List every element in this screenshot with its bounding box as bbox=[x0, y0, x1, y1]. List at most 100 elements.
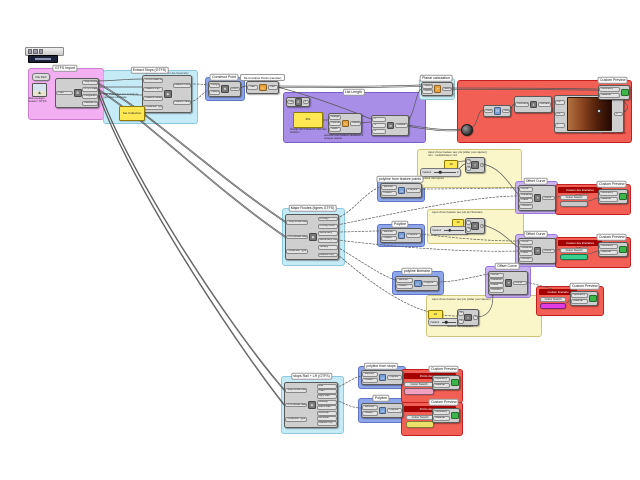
mult-hc-in-a[interactable]: A bbox=[458, 311, 464, 317]
slider-hc-knob[interactable] bbox=[444, 320, 448, 324]
gtfs-reader-out-latitude-domain[interactable]: Latitude Domain bbox=[82, 100, 98, 106]
list-length-mini[interactable]: List#L bbox=[286, 97, 310, 107]
swatch-e[interactable]: Colour Swatch bbox=[406, 415, 434, 428]
extract-features-out-feature-values[interactable]: Feature Values bbox=[172, 100, 191, 106]
mult-hb-in-a[interactable]: A bbox=[466, 220, 471, 226]
routes-comp-out-tertiary[interactable]: Tertiary bbox=[317, 245, 338, 251]
gtfs-reader-out-gtfs-data[interactable]: GTFS Data bbox=[82, 87, 98, 93]
offset-c-comp-out-curve[interactable]: Curve bbox=[513, 280, 527, 286]
flatten-in-tree[interactable]: Tree bbox=[247, 85, 259, 90]
point-param[interactable] bbox=[461, 124, 473, 136]
preview-stations-comp-in-material[interactable]: Material bbox=[599, 93, 621, 99]
offset-c-comp-in-distance[interactable]: Distance bbox=[489, 277, 505, 283]
offset-c-comp-in-plane[interactable]: Plane bbox=[489, 283, 505, 289]
stops-comp-out-rail[interactable]: Rail bbox=[316, 383, 337, 389]
poly-a-in-vertices[interactable]: Vertices bbox=[381, 184, 398, 190]
flatten-out-tree[interactable]: Tree bbox=[267, 85, 278, 90]
widget-button[interactable] bbox=[33, 49, 38, 54]
poly-e-in-closed[interactable]: Closed bbox=[362, 411, 379, 417]
number[interactable]: NumberNNumber bbox=[483, 105, 511, 117]
swatch-a-colour[interactable] bbox=[560, 200, 588, 207]
offset-a-comp-out-curve[interactable]: Curve bbox=[542, 195, 555, 201]
flatten[interactable]: Tree▻Tree bbox=[246, 81, 279, 94]
random-in-range[interactable]: Range bbox=[329, 114, 341, 120]
move-in-motion[interactable]: Motion bbox=[422, 89, 433, 95]
panel-set-collection[interactable]: Set Collection bbox=[119, 106, 145, 121]
gradient-out-c[interactable]: C bbox=[613, 111, 623, 117]
move[interactable]: GeometryMotion↗Geometry bbox=[421, 82, 453, 96]
stops-comp-out-monorail[interactable]: Monorail bbox=[316, 410, 337, 416]
construct-pt-out-point[interactable]: Point bbox=[229, 86, 240, 92]
stops-comp-out-gondola[interactable]: Gondola bbox=[316, 415, 337, 421]
gradient-in-t[interactable]: t bbox=[555, 123, 565, 129]
routes-comp-in-stop-route-data[interactable]: Stop Route Data bbox=[286, 220, 309, 226]
stops-comp-out-feature-key[interactable]: Feature Key bbox=[316, 421, 337, 427]
construct-pt-in-longitude[interactable]: Longitude bbox=[209, 83, 221, 89]
gradient-grip[interactable] bbox=[597, 109, 602, 114]
poly-d-in-vertices[interactable]: Vertices bbox=[362, 371, 379, 377]
bounds[interactable]: Numbers‖Domain bbox=[514, 96, 552, 113]
mult-hb-out-r[interactable]: R bbox=[479, 223, 484, 229]
random-in-seed[interactable]: Seed bbox=[329, 127, 341, 133]
preview-e-comp-in-geometry[interactable]: Geometry bbox=[433, 409, 451, 415]
mult-ha-in-a[interactable]: A bbox=[466, 159, 471, 165]
list-length-mini-out-l[interactable]: L bbox=[302, 99, 309, 105]
extract-features-in-feature-value[interactable]: Feature Value bbox=[143, 95, 164, 101]
construct-pt-in-latitude[interactable]: Latitude bbox=[209, 89, 221, 95]
swatch-e-colour[interactable] bbox=[406, 420, 434, 428]
offset-b-comp-in-corners[interactable]: Corners bbox=[519, 257, 533, 263]
gtfs-reader-out-longitude-domain[interactable]: Longitude Domain bbox=[82, 93, 98, 99]
extract-features-in-gtfs-data-stack[interactable]: GTFS Data Stack bbox=[143, 78, 164, 84]
swatch-b-colour[interactable] bbox=[560, 253, 588, 260]
slider-ha-knob[interactable] bbox=[439, 171, 442, 174]
preview-a-comp-in-geometry[interactable]: Geometry bbox=[599, 190, 619, 196]
preview-c-comp-in-material[interactable]: Material bbox=[571, 299, 589, 305]
poly-a-in-closed[interactable]: Closed bbox=[381, 191, 398, 197]
poly-d-out-polyline[interactable]: Polyline bbox=[387, 375, 402, 380]
slider-hb-knob[interactable] bbox=[448, 229, 452, 232]
offset-b-comp-in-plane[interactable]: Plane bbox=[519, 251, 533, 257]
gradient-in-l0[interactable]: L0 bbox=[555, 99, 565, 105]
weave-in-1[interactable]: 1 bbox=[372, 123, 386, 128]
mult-hb-in-b[interactable]: B bbox=[466, 226, 471, 232]
stops-comp-in-gtfsdata-stack[interactable]: GTFSData Stack bbox=[285, 402, 308, 408]
routes-comp-out-primary-color[interactable]: Primary color bbox=[317, 223, 338, 229]
poly-b-in-vertices[interactable]: Vertices bbox=[381, 229, 398, 235]
routes-comp-out-secondary[interactable]: Secondary bbox=[317, 230, 338, 236]
weave-in-2[interactable]: 2 bbox=[372, 129, 386, 135]
poly-e-out-polyline[interactable]: Polyline bbox=[387, 408, 402, 413]
routes-comp-out-feature-key[interactable]: Feature Key bbox=[317, 252, 338, 258]
widget-button[interactable] bbox=[27, 49, 32, 54]
preview-c-comp-in-geometry[interactable]: Geometry bbox=[571, 292, 589, 298]
stops-comp-in-stop-route-data[interactable]: Stop Route Data bbox=[285, 388, 308, 394]
list-length-mini-in-list[interactable]: List bbox=[287, 99, 294, 105]
stops-comp-out-metro-rail[interactable]: Metro Rail bbox=[316, 405, 337, 411]
bounds-out-domain[interactable]: Domain bbox=[538, 102, 551, 107]
offset-b-comp-out-curve[interactable]: Curve bbox=[542, 248, 555, 254]
offset-c-comp-in-curve[interactable]: Curve bbox=[489, 272, 505, 278]
offset-a-comp-in-curve[interactable]: Curve bbox=[519, 186, 533, 192]
offset-a-comp-in-corners[interactable]: Corners bbox=[519, 204, 533, 210]
weave-in-0[interactable]: 0 bbox=[372, 116, 386, 122]
number-out-number[interactable]: Number bbox=[502, 108, 510, 114]
poly-e-in-vertices[interactable]: Vertices bbox=[362, 404, 379, 410]
poly-b-in-closed[interactable]: Closed bbox=[381, 236, 398, 242]
